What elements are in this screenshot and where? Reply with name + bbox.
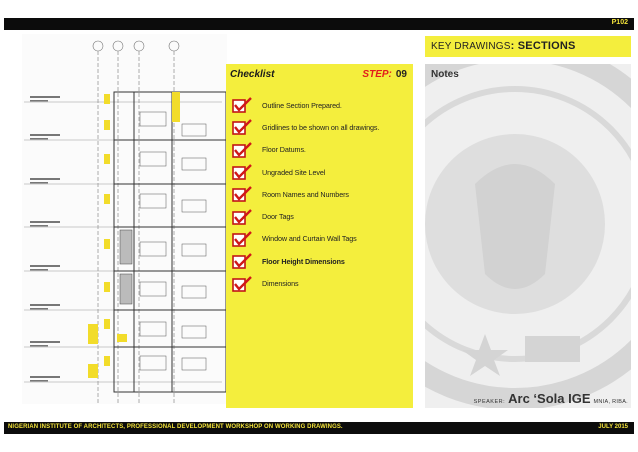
checklist-item-label: Room Names and Numbers — [262, 189, 349, 199]
speaker-label: SPEAKER: — [473, 399, 506, 405]
checkbox-checked-icon — [232, 253, 252, 270]
checklist-item: Gridlines to be shown on all drawings. — [232, 116, 410, 138]
checklist-title: Checklist — [230, 69, 275, 80]
step-number: 09 — [395, 69, 407, 80]
floor-height-dimensions — [88, 92, 180, 378]
section-title-main: : SECTIONS — [510, 40, 576, 52]
step-label: STEP: — [362, 69, 392, 80]
checklist-item: Door Tags — [232, 205, 410, 227]
checklist-item-label: Ungraded Site Level — [262, 167, 326, 177]
checklist-item: Floor Datums. — [232, 139, 410, 161]
checkbox-checked-icon — [232, 208, 252, 225]
checklist-item: Ungraded Site Level — [232, 161, 410, 183]
section-drawing — [22, 34, 227, 404]
checklist-panel: Checklist STEP:09 Outline Section Prepar… — [226, 64, 413, 408]
checklist-item: Dimensions — [232, 272, 410, 294]
checklist-item: Floor Height Dimensions — [232, 250, 410, 272]
speaker-credentials: MNIA, RIBA. — [593, 399, 628, 405]
notes-panel: Notes — [425, 64, 631, 408]
footer-org-text: NIGERIAN INSTITUTE OF ARCHITECTS, PROFES… — [8, 424, 343, 430]
nia-seal-watermark-icon — [425, 64, 631, 408]
checkbox-checked-icon — [232, 119, 252, 136]
section-title: KEY DRAWINGS: SECTIONS — [431, 40, 576, 52]
stair-core — [119, 229, 133, 305]
checkbox-checked-icon — [232, 164, 252, 180]
checklist-item-label: Gridlines to be shown on all drawings. — [262, 122, 380, 132]
footer-date: JULY 2015 — [598, 424, 628, 430]
checklist-item: Outline Section Prepared. — [232, 94, 410, 116]
checklist-item-label: Outline Section Prepared. — [262, 100, 342, 110]
checklist-item-label: Floor Height Dimensions — [262, 256, 345, 266]
checkbox-checked-icon — [232, 97, 252, 113]
notes-title: Notes — [431, 69, 459, 80]
checklist-items: Outline Section Prepared. Gridlines to b… — [232, 94, 410, 295]
checklist-item: Window and Curtain Wall Tags — [232, 228, 410, 250]
checkbox-checked-icon — [232, 275, 252, 292]
checklist-item-label: Door Tags — [262, 212, 294, 222]
section-title-bar: KEY DRAWINGS: SECTIONS — [425, 36, 631, 57]
section-drawing-svg — [24, 40, 227, 404]
checklist-item-label: Window and Curtain Wall Tags — [262, 234, 357, 244]
speaker-name: Arc ‘Sola IGE — [508, 391, 591, 406]
page-number: P102 — [611, 19, 628, 26]
checkbox-checked-icon — [232, 141, 252, 158]
top-bar: P102 — [4, 18, 634, 30]
checklist-item: Room Names and Numbers — [232, 183, 410, 205]
section-title-prefix: KEY DRAWINGS — [431, 41, 511, 52]
footer-bar: NIGERIAN INSTITUTE OF ARCHITECTS, PROFES… — [4, 422, 634, 434]
step-indicator: STEP:09 — [362, 69, 407, 80]
checklist-item-label: Floor Datums. — [262, 145, 306, 155]
room-tags — [139, 111, 207, 371]
checklist-item-label: Dimensions — [262, 279, 299, 289]
checkbox-checked-icon — [232, 231, 252, 247]
checkbox-checked-icon — [232, 186, 252, 203]
datum-labels — [30, 96, 60, 382]
